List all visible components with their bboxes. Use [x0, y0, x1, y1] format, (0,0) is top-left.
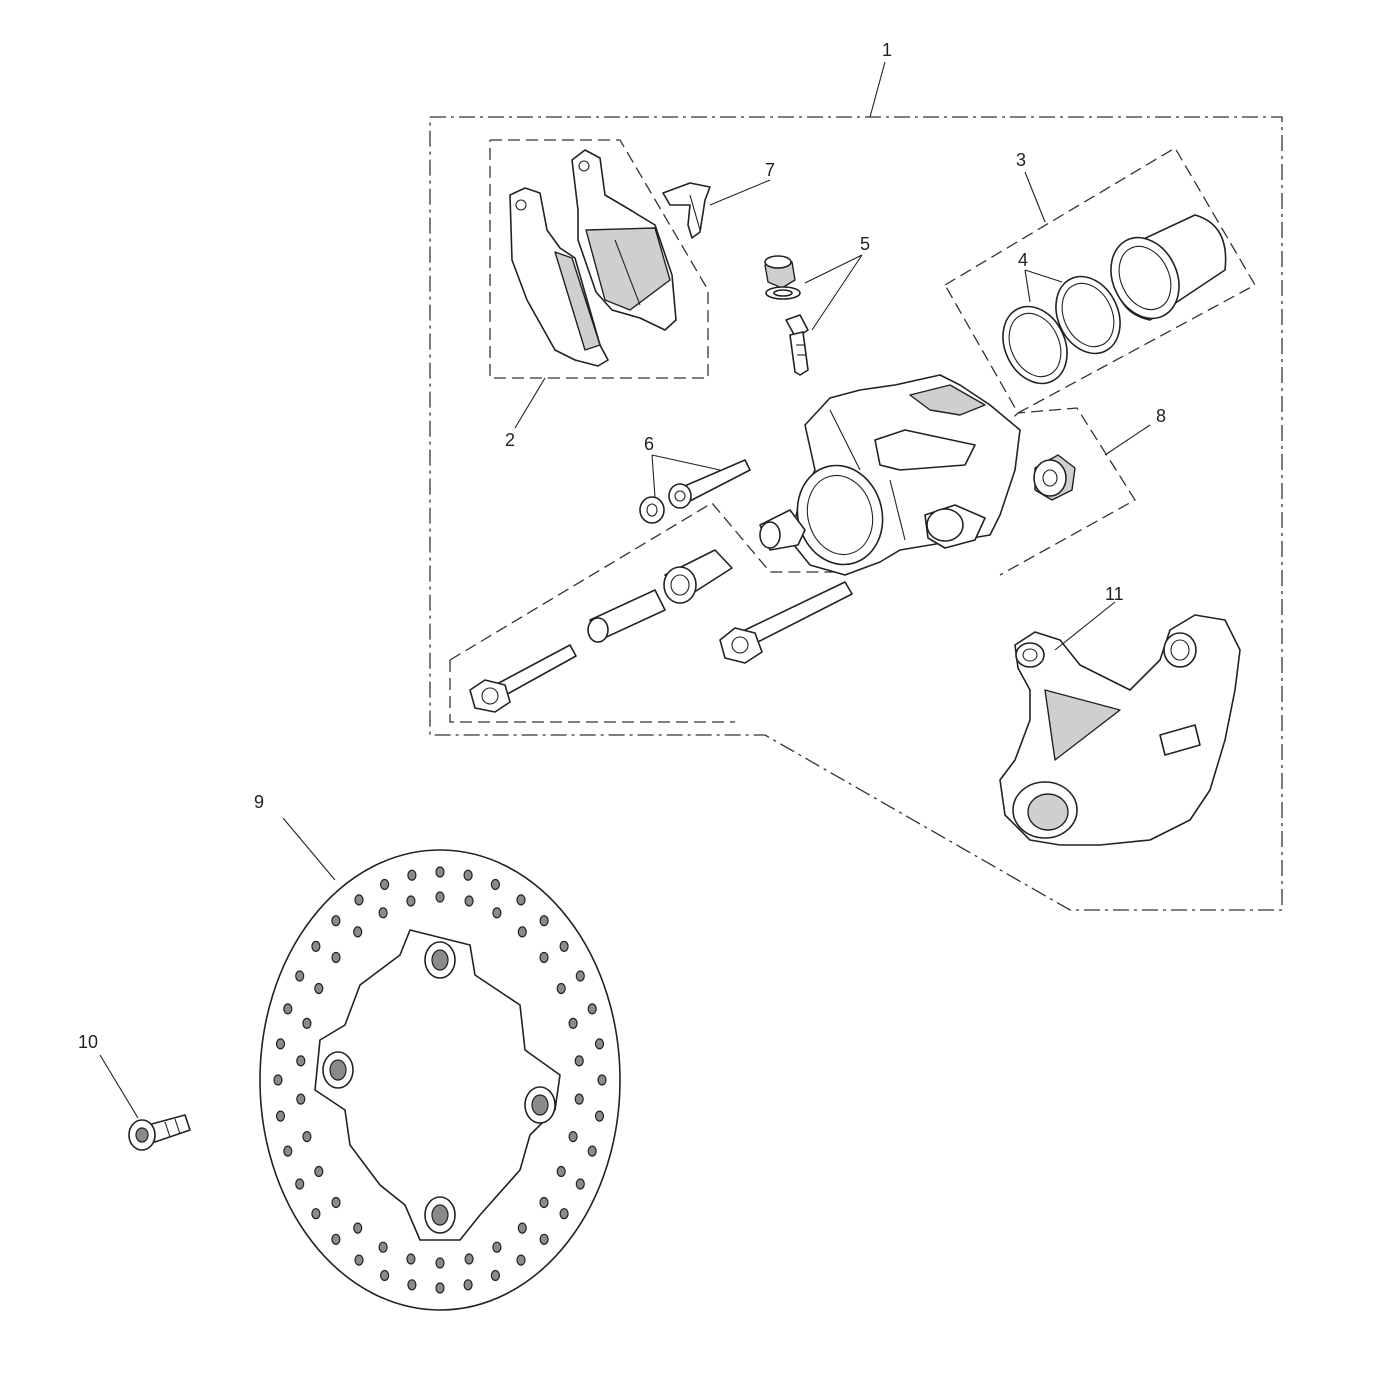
vent-hole — [587, 1003, 597, 1015]
vent-hole — [587, 1145, 597, 1157]
assembly-frame — [429, 116, 1283, 911]
vent-hole — [302, 1130, 312, 1143]
vent-hole — [517, 926, 527, 938]
pad-kit-frame — [489, 139, 709, 379]
leader-lines — [99, 61, 1151, 1119]
vent-hole — [594, 1110, 605, 1122]
vent-hole — [311, 1208, 321, 1220]
vent-hole — [331, 915, 341, 927]
vent-hole — [275, 1038, 286, 1050]
pad-spring-clip — [662, 182, 711, 239]
vent-hole — [353, 926, 363, 938]
vent-hole — [435, 1282, 445, 1294]
piston-kit-frame — [944, 147, 1256, 414]
vent-hole — [406, 1253, 416, 1265]
vent-hole — [594, 1038, 605, 1050]
vent-hole — [406, 895, 416, 907]
vent-hole — [559, 940, 569, 952]
callout-4: 4 — [1018, 250, 1028, 270]
vent-hole — [435, 866, 445, 878]
disc-vent-holes — [273, 866, 607, 1294]
disc-bolt — [128, 1114, 191, 1151]
callout-10: 10 — [78, 1032, 98, 1052]
rear-brake-caliper — [759, 374, 1021, 576]
callout-2: 2 — [505, 430, 515, 450]
vent-hole — [302, 1017, 312, 1030]
rubber-boot — [1033, 454, 1076, 501]
vent-hole — [331, 1233, 341, 1245]
vent-hole — [492, 1241, 502, 1253]
vent-hole — [539, 1233, 549, 1245]
vent-hole — [435, 891, 445, 903]
vent-hole — [539, 951, 549, 964]
callout-11: 11 — [1105, 584, 1124, 604]
callout-9: 9 — [254, 792, 264, 812]
piston-and-seals — [1002, 214, 1227, 385]
vent-hole — [295, 1178, 305, 1190]
vent-hole — [331, 1196, 341, 1209]
vent-hole — [296, 1093, 306, 1105]
vent-hole — [568, 1130, 578, 1143]
pin-bolt-set — [639, 459, 751, 524]
vent-hole — [464, 895, 474, 907]
vent-hole — [296, 1055, 306, 1067]
vent-hole — [435, 1257, 445, 1269]
vent-hole — [492, 907, 502, 919]
vent-hole — [378, 1241, 388, 1253]
callout-5: 5 — [860, 234, 870, 254]
vent-hole — [354, 1254, 364, 1266]
vent-hole — [490, 878, 500, 891]
vent-hole — [574, 1093, 584, 1105]
vent-hole — [273, 1074, 283, 1086]
vent-hole — [353, 1222, 363, 1234]
vent-hole — [568, 1017, 578, 1030]
vent-hole — [539, 1196, 549, 1209]
slide-pins — [469, 549, 853, 713]
vent-hole — [380, 878, 390, 891]
vent-hole — [295, 970, 305, 982]
vent-hole — [517, 1222, 527, 1234]
vent-hole — [539, 915, 549, 927]
callout-3: 3 — [1016, 150, 1026, 170]
vent-hole — [380, 1269, 390, 1282]
vent-hole — [407, 869, 417, 881]
slide-pin-kit-frame — [449, 407, 1136, 723]
vent-hole — [378, 907, 388, 919]
brake-pads — [509, 149, 677, 367]
callout-7: 7 — [765, 160, 775, 180]
vent-hole — [354, 894, 364, 906]
vent-hole — [283, 1145, 293, 1157]
callout-1: 1 — [882, 40, 892, 60]
vent-hole — [516, 894, 526, 906]
vent-hole — [559, 1208, 569, 1220]
vent-hole — [283, 1003, 293, 1015]
callouts: 1 2 3 4 5 6 7 8 9 10 11 — [78, 40, 1166, 1052]
vent-hole — [275, 1110, 286, 1122]
vent-hole — [314, 982, 324, 995]
vent-hole — [516, 1254, 526, 1266]
vent-hole — [331, 951, 341, 964]
vent-hole — [556, 982, 566, 995]
vent-hole — [574, 1055, 584, 1067]
bleed-valve — [764, 255, 809, 376]
callout-8: 8 — [1156, 406, 1166, 426]
vent-hole — [556, 1165, 566, 1178]
vent-hole — [575, 1178, 585, 1190]
vent-hole — [463, 869, 473, 881]
vent-hole — [464, 1253, 474, 1265]
brake-disc — [259, 849, 621, 1311]
caliper-bracket — [999, 614, 1241, 846]
callout-6: 6 — [644, 434, 654, 454]
vent-hole — [463, 1279, 473, 1291]
vent-hole — [311, 940, 321, 952]
vent-hole — [314, 1165, 324, 1178]
vent-hole — [575, 970, 585, 982]
vent-hole — [407, 1279, 417, 1291]
vent-hole — [597, 1074, 607, 1086]
vent-hole — [490, 1269, 500, 1282]
